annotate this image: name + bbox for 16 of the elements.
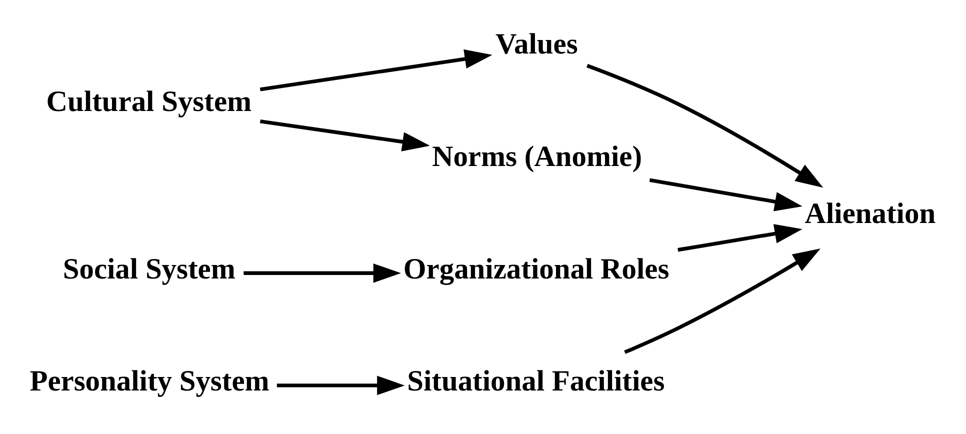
node-text: Alienation (804, 198, 936, 230)
node-text: Organizational Roles (402, 253, 669, 286)
arrow (586, 64, 823, 188)
node-text: Personality System (29, 366, 269, 398)
arrow (259, 49, 492, 92)
node-text: Social System (62, 253, 235, 286)
node-text: Cultural System (46, 86, 252, 118)
arrow (276, 376, 404, 396)
arrow (243, 263, 400, 283)
arrow (648, 178, 802, 212)
arrow (259, 119, 430, 152)
arrow (624, 248, 820, 354)
node-text: Values (494, 28, 578, 61)
node-text: Situational Facilities (406, 366, 664, 398)
node-text: Norms (Anomie) (431, 141, 642, 174)
arrow (677, 224, 802, 252)
